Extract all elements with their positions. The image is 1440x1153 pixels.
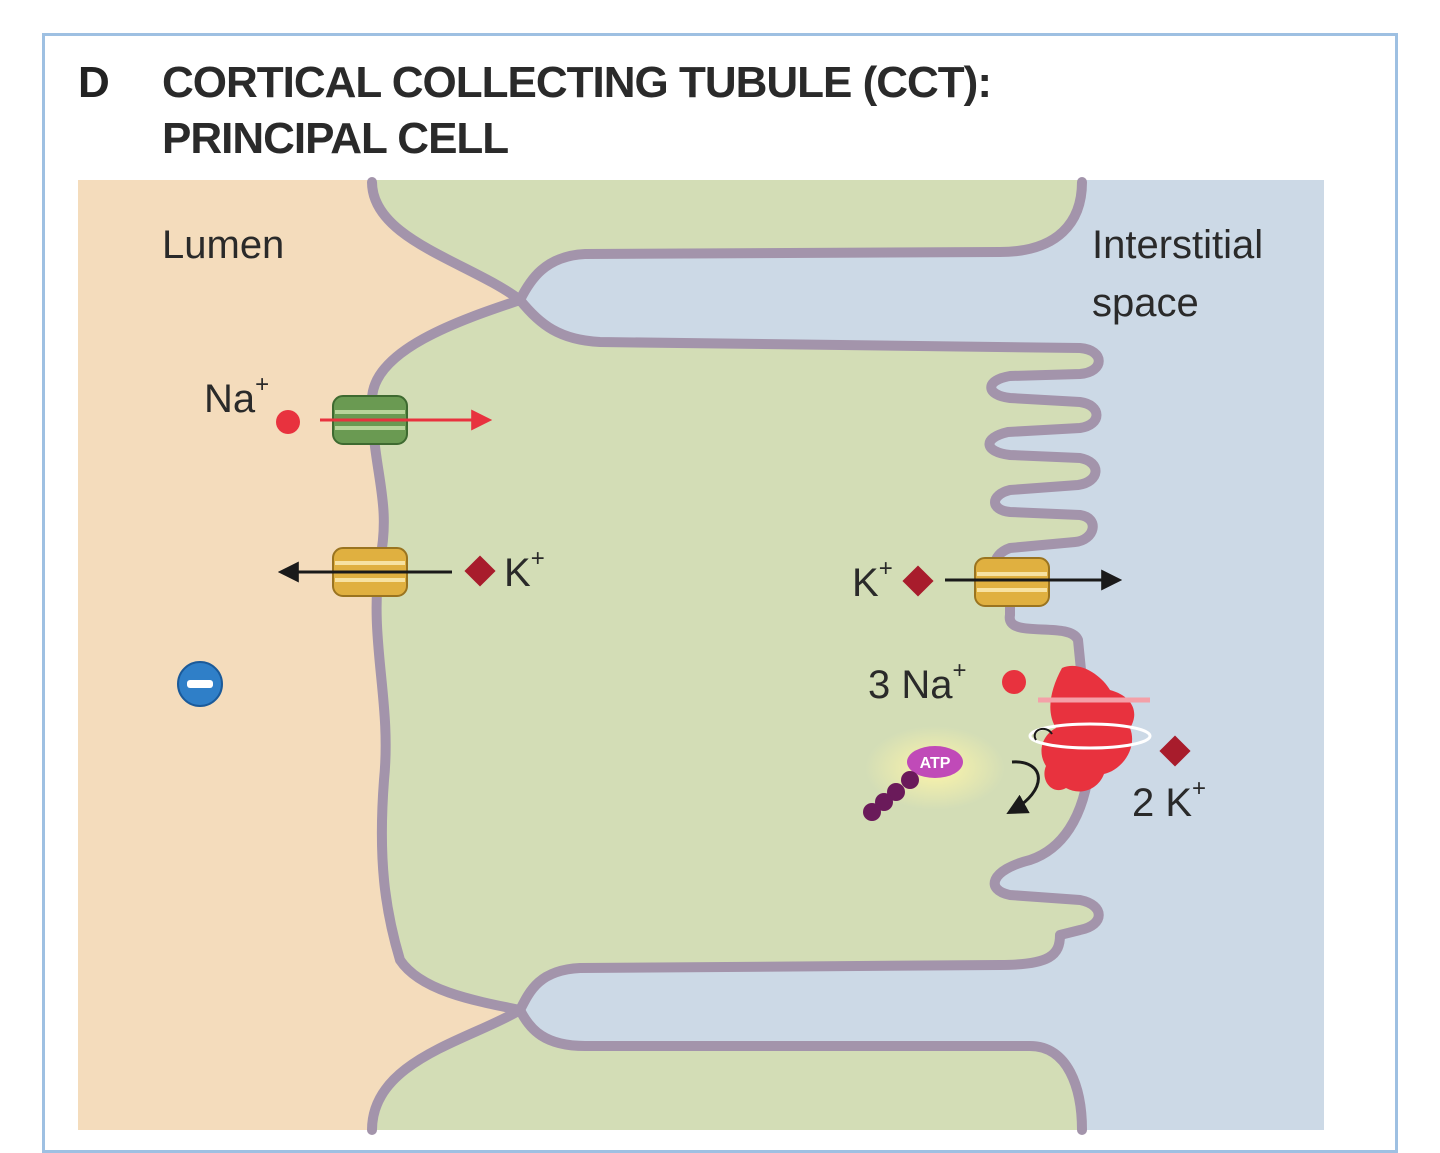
k-apical-label: K+	[504, 545, 545, 595]
upper-neighbor-cell	[372, 180, 1085, 300]
lumen-negative-charge	[177, 661, 223, 707]
cell-membranes	[367, 177, 1104, 1135]
principal-cell-body	[372, 300, 1099, 1010]
lower-cell-membrane	[367, 1005, 1087, 1135]
upper-cell-membrane	[367, 177, 1087, 305]
adp-phosphate-chain	[863, 771, 919, 821]
na-ion-pump	[1002, 670, 1026, 694]
romk-channel-apical	[332, 547, 408, 597]
k-channel-basolateral	[974, 557, 1050, 607]
interstitial-label-line-1: Interstitial	[1092, 223, 1263, 267]
figure-title-line-1: CORTICAL COLLECTING TUBULE (CCT):	[162, 58, 992, 107]
panel-letter: D	[78, 58, 110, 107]
lumen-background	[78, 180, 520, 1130]
k-ion-apical	[464, 555, 496, 587]
atp-molecule	[907, 746, 963, 778]
na-apical-label: Na+	[204, 371, 269, 421]
k-pump-label: 2 K+	[1132, 775, 1206, 825]
lumen-label: Lumen	[162, 223, 284, 267]
figure-title-line-2: PRINCIPAL CELL	[162, 114, 509, 163]
interstitial-label-line-2: space	[1092, 281, 1199, 325]
na-ion-apical	[276, 410, 300, 434]
k-basolateral-label: K+	[852, 555, 893, 605]
atp-energy-arrow	[1006, 760, 1040, 815]
na-k-atpase-pump	[1028, 665, 1152, 792]
lower-neighbor-cell	[372, 1010, 1085, 1130]
na-pump-label: 3 Na+	[868, 657, 967, 707]
atp-label: ATP	[920, 755, 951, 772]
